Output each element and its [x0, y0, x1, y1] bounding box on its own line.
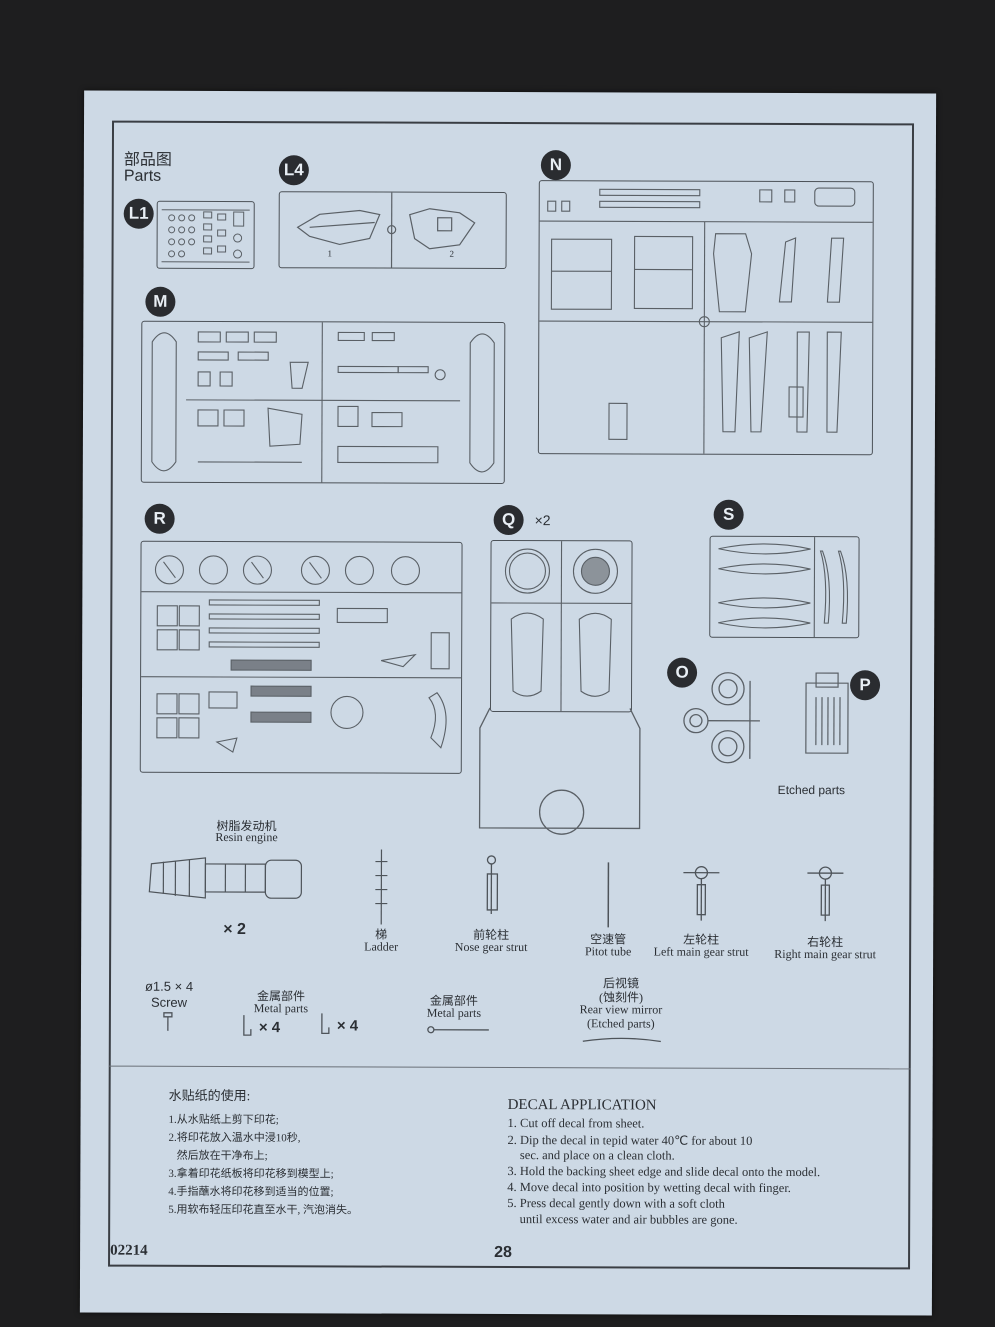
resin-engine-qty: × 2	[223, 921, 246, 939]
sprue-r-badge: R	[144, 503, 175, 534]
sprue-s	[709, 535, 860, 639]
sprue-r	[139, 540, 463, 774]
metal-parts-qty-1: × 4	[258, 1019, 281, 1037]
sprue-l4-drawing	[296, 192, 476, 268]
decal-en-step-2b: sec. and place on a clean cloth.	[507, 1148, 675, 1163]
metal-parts-1-en: Metal parts	[253, 1001, 309, 1016]
sprue-l1-drawing	[161, 209, 250, 263]
metal-pin-icon-1	[243, 1015, 252, 1036]
sprue-p-badge: P	[850, 670, 881, 701]
decal-cn-step-1: 1.从水贴纸上剪下印花;	[168, 1113, 279, 1127]
sprue-m-drawing	[151, 322, 495, 483]
ladder-en: Ladder	[364, 939, 399, 954]
metal-parts-qty-2: × 4	[336, 1017, 359, 1035]
decal-en-title: DECAL APPLICATION	[507, 1097, 657, 1114]
sprue-l4-badge: L4	[278, 155, 309, 186]
sprue-q-badge: Q	[493, 504, 524, 536]
decal-en-step-5b: until excess water and air bubbles are g…	[507, 1212, 738, 1227]
parts-title-cn: 部品图	[123, 151, 172, 169]
screw-icon	[163, 1012, 173, 1031]
l4-part-1: 1	[327, 248, 333, 259]
sprue-l1-badge: L1	[123, 198, 154, 229]
decal-cn-step-2: 2.将印花放入温水中浸10秒,	[168, 1131, 301, 1145]
right-strut-drawing	[807, 866, 844, 922]
screw-label: Screw	[150, 994, 188, 1010]
mirror-drawing	[582, 1037, 661, 1043]
left-strut-drawing	[683, 866, 720, 921]
sprue-n	[537, 180, 874, 456]
sprue-q-count: ×2	[534, 512, 551, 529]
decal-cn-step-4: 4.手指蘸水将印花移到适当的位置;	[168, 1185, 334, 1199]
etched-parts-label: Etched parts	[777, 782, 846, 798]
decal-en-step-1: 1. Cut off decal from sheet.	[507, 1116, 645, 1131]
sprue-q-drawing	[491, 541, 632, 712]
product-code: 02214	[110, 1242, 148, 1259]
decal-en-step-5: 5. Press decal gently down with a soft c…	[507, 1196, 725, 1211]
ladder-drawing	[375, 849, 388, 925]
decal-cn-step-2b: 然后放在干净布上;	[168, 1149, 268, 1163]
sprue-m-badge: M	[145, 286, 176, 317]
page-number: 28	[494, 1243, 512, 1262]
left-strut-en: Left main gear strut	[653, 944, 749, 959]
sprue-m	[140, 320, 506, 484]
decal-cn-step-5: 5.用软布轻压印花直至水干, 汽泡消失。	[168, 1203, 358, 1217]
screw-size: ø1.5 × 4	[144, 978, 194, 994]
sprue-r-drawing	[141, 555, 462, 753]
decal-cn-step-3: 3.拿着印花纸板将印花移到模型上;	[168, 1167, 334, 1181]
l4-part-2: 2	[449, 248, 455, 259]
pitot-tube-drawing	[607, 862, 610, 928]
metal-rod-drawing	[427, 1026, 489, 1034]
nose-strut-en: Nose gear strut	[454, 939, 528, 955]
instruction-sheet: 部品图 Parts L1 L4	[79, 90, 937, 1316]
decal-cn-title: 水贴纸的使用:	[168, 1087, 251, 1104]
sprue-n-badge: N	[540, 150, 571, 181]
metal-pin-icon-2	[321, 1013, 330, 1035]
decal-en-step-2: 2. Dip the decal in tepid water 40℃ for …	[507, 1133, 753, 1148]
pitot-tube-en: Pitot tube	[584, 944, 632, 959]
sprue-o-drawing	[683, 672, 760, 764]
mirror-en-2: (Etched parts)	[587, 1016, 655, 1031]
parts-title-en: Parts	[123, 167, 162, 185]
metal-parts-2-en: Metal parts	[426, 1005, 482, 1020]
right-strut-en: Right main gear strut	[774, 946, 876, 962]
sprue-q	[489, 539, 633, 713]
decal-en-step-4: 4. Move decal into position by wetting d…	[507, 1180, 791, 1195]
sprue-s-badge: S	[713, 499, 744, 530]
sprue-l4: 1 2	[278, 191, 507, 269]
sprue-l1	[156, 200, 255, 270]
decal-en-step-3: 3. Hold the backing sheet edge and slide…	[507, 1164, 821, 1180]
sprue-n-drawing	[539, 187, 873, 454]
sprue-s-drawing	[718, 537, 849, 638]
nose-strut-drawing	[486, 855, 499, 914]
resin-engine-drawing	[148, 857, 303, 899]
resin-engine-en: Resin engine	[215, 829, 278, 845]
sprue-p-drawing	[805, 672, 849, 754]
sprue-q-runner	[478, 707, 641, 835]
